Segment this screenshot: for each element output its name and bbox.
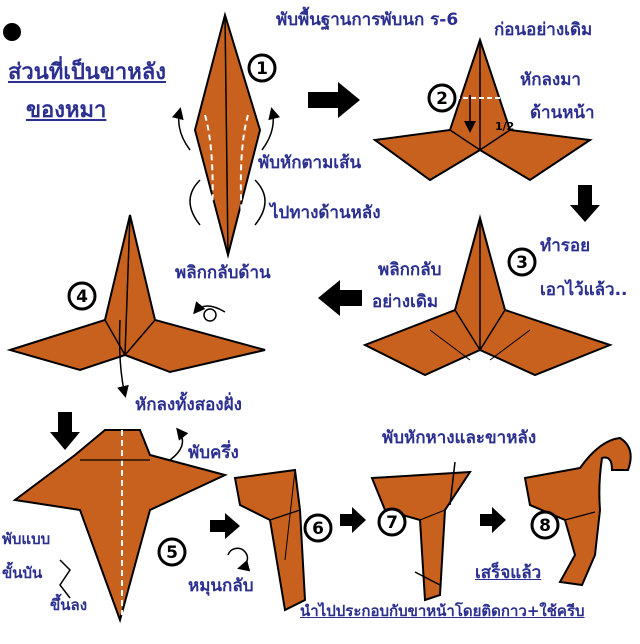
step8-figure xyxy=(523,436,632,587)
step-number-2: 2 xyxy=(427,83,457,113)
done-text: เสร็จแล้ว xyxy=(475,563,542,583)
step1-note-line1: พับหักตามเส้น xyxy=(258,153,362,173)
step2-note-line1: หักลงมา xyxy=(520,70,581,90)
step-number-4: 4 xyxy=(67,281,97,311)
flip-side-text: พลิกกลับด้าน xyxy=(175,263,271,283)
title-line-2: ของหมา xyxy=(26,98,107,123)
arrow-step7-to-8 xyxy=(480,507,506,533)
step3-note-line2: เอาไว้แล้ว.. xyxy=(540,280,628,300)
step-number-label: 2 xyxy=(436,89,448,109)
step2-figure xyxy=(372,36,593,182)
arrow-step1-to-2 xyxy=(308,82,360,118)
step-number-label: 3 xyxy=(516,253,528,273)
arrow-step6-to-7 xyxy=(340,507,366,533)
step-number-1: 1 xyxy=(247,53,277,83)
arrow-step5-to-6 xyxy=(210,513,240,539)
arrow-step2-to-3 xyxy=(570,185,600,222)
step5-figure xyxy=(12,427,228,624)
zigzag-line1: พับแบบ xyxy=(2,530,51,548)
flip-back-line2: อย่างเดิม xyxy=(372,292,439,312)
arrow-step3-to-4 xyxy=(318,280,362,316)
step-number-label: 7 xyxy=(386,513,398,533)
step-number-6: 6 xyxy=(303,513,333,543)
step4-figure xyxy=(6,214,266,398)
bullet-dot xyxy=(3,23,21,41)
step1-figure xyxy=(171,11,281,259)
fold-tail-legs-text: พับหักหางและขาหลัง xyxy=(382,428,537,448)
step-number-label: 4 xyxy=(76,287,88,307)
step-number-5: 5 xyxy=(157,537,187,567)
header-right-text: ก่อนอย่างเดิม xyxy=(494,20,593,40)
step-number-7: 7 xyxy=(377,507,407,537)
flip-back-line1: พลิกกลับ xyxy=(378,260,442,280)
step-number-label: 5 xyxy=(166,543,178,563)
step-number-label: 6 xyxy=(312,519,324,539)
step3-figure xyxy=(362,214,613,377)
fold-half-text: พับครึ่ง xyxy=(188,443,239,463)
step-number-label: 1 xyxy=(256,59,268,79)
footer-text: นำไปประกอบกับขาหน้าโดยติดกาว+ใช้ครีบ xyxy=(300,602,585,620)
header-text: พับพื้นฐานการพับนก ร-6 xyxy=(276,10,459,30)
step-number-label: 8 xyxy=(539,516,551,536)
half-mark: 1/2 xyxy=(495,120,514,133)
rotate-symbol xyxy=(227,547,251,572)
fold-both-sides-text: หักลงทั้งสองฝั่ง xyxy=(135,395,242,415)
arrow-step4-to-5 xyxy=(50,412,80,450)
title-line-1: ส่วนที่เป็นขาหลัง xyxy=(8,60,166,85)
step-number-8: 8 xyxy=(530,510,560,540)
zigzag-line3: ขึ้นลง xyxy=(50,596,88,614)
turn-over-text: หมุนกลับ xyxy=(188,576,254,596)
step2-note-line2: ด้านหน้า xyxy=(530,103,595,123)
step1-note-line2: ไปทางด้านหลัง xyxy=(270,203,381,223)
step3-note-line1: ทำรอย xyxy=(540,236,591,256)
zigzag-line2: ขั้นบัน xyxy=(2,564,43,582)
step-number-3: 3 xyxy=(507,247,537,277)
step6-figure xyxy=(233,468,307,612)
